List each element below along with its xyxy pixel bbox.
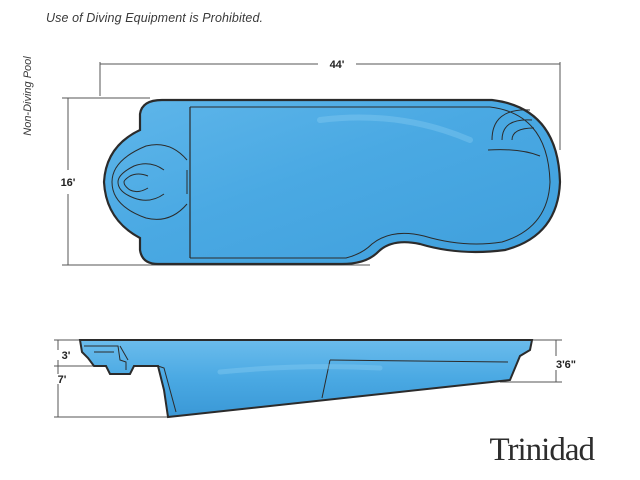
end-depth-label: 3'6"	[556, 359, 576, 371]
pool-plan-shape	[102, 98, 562, 266]
left-entry-steps	[111, 144, 188, 220]
pool-profile-shape	[78, 339, 534, 419]
pool-model-name: Trinidad	[489, 432, 595, 468]
profile-highlight	[217, 364, 383, 375]
plan-view: 44' 16'	[61, 59, 562, 266]
length-dimension-label: 44'	[330, 59, 345, 71]
deep-depth-label: 7'	[58, 374, 67, 386]
pool-inner-ledge	[190, 106, 551, 259]
profile-view: 3' 7' 3'6"	[54, 339, 576, 419]
water-highlight	[317, 114, 473, 143]
shallow-depth-label: 3'	[62, 350, 71, 362]
diving-prohibited-notice: Use of Diving Equipment is Prohibited.	[46, 11, 264, 25]
width-dimension-label: 16'	[61, 177, 76, 189]
corner-seat-steps	[487, 109, 541, 157]
profile-step-details	[84, 345, 509, 413]
